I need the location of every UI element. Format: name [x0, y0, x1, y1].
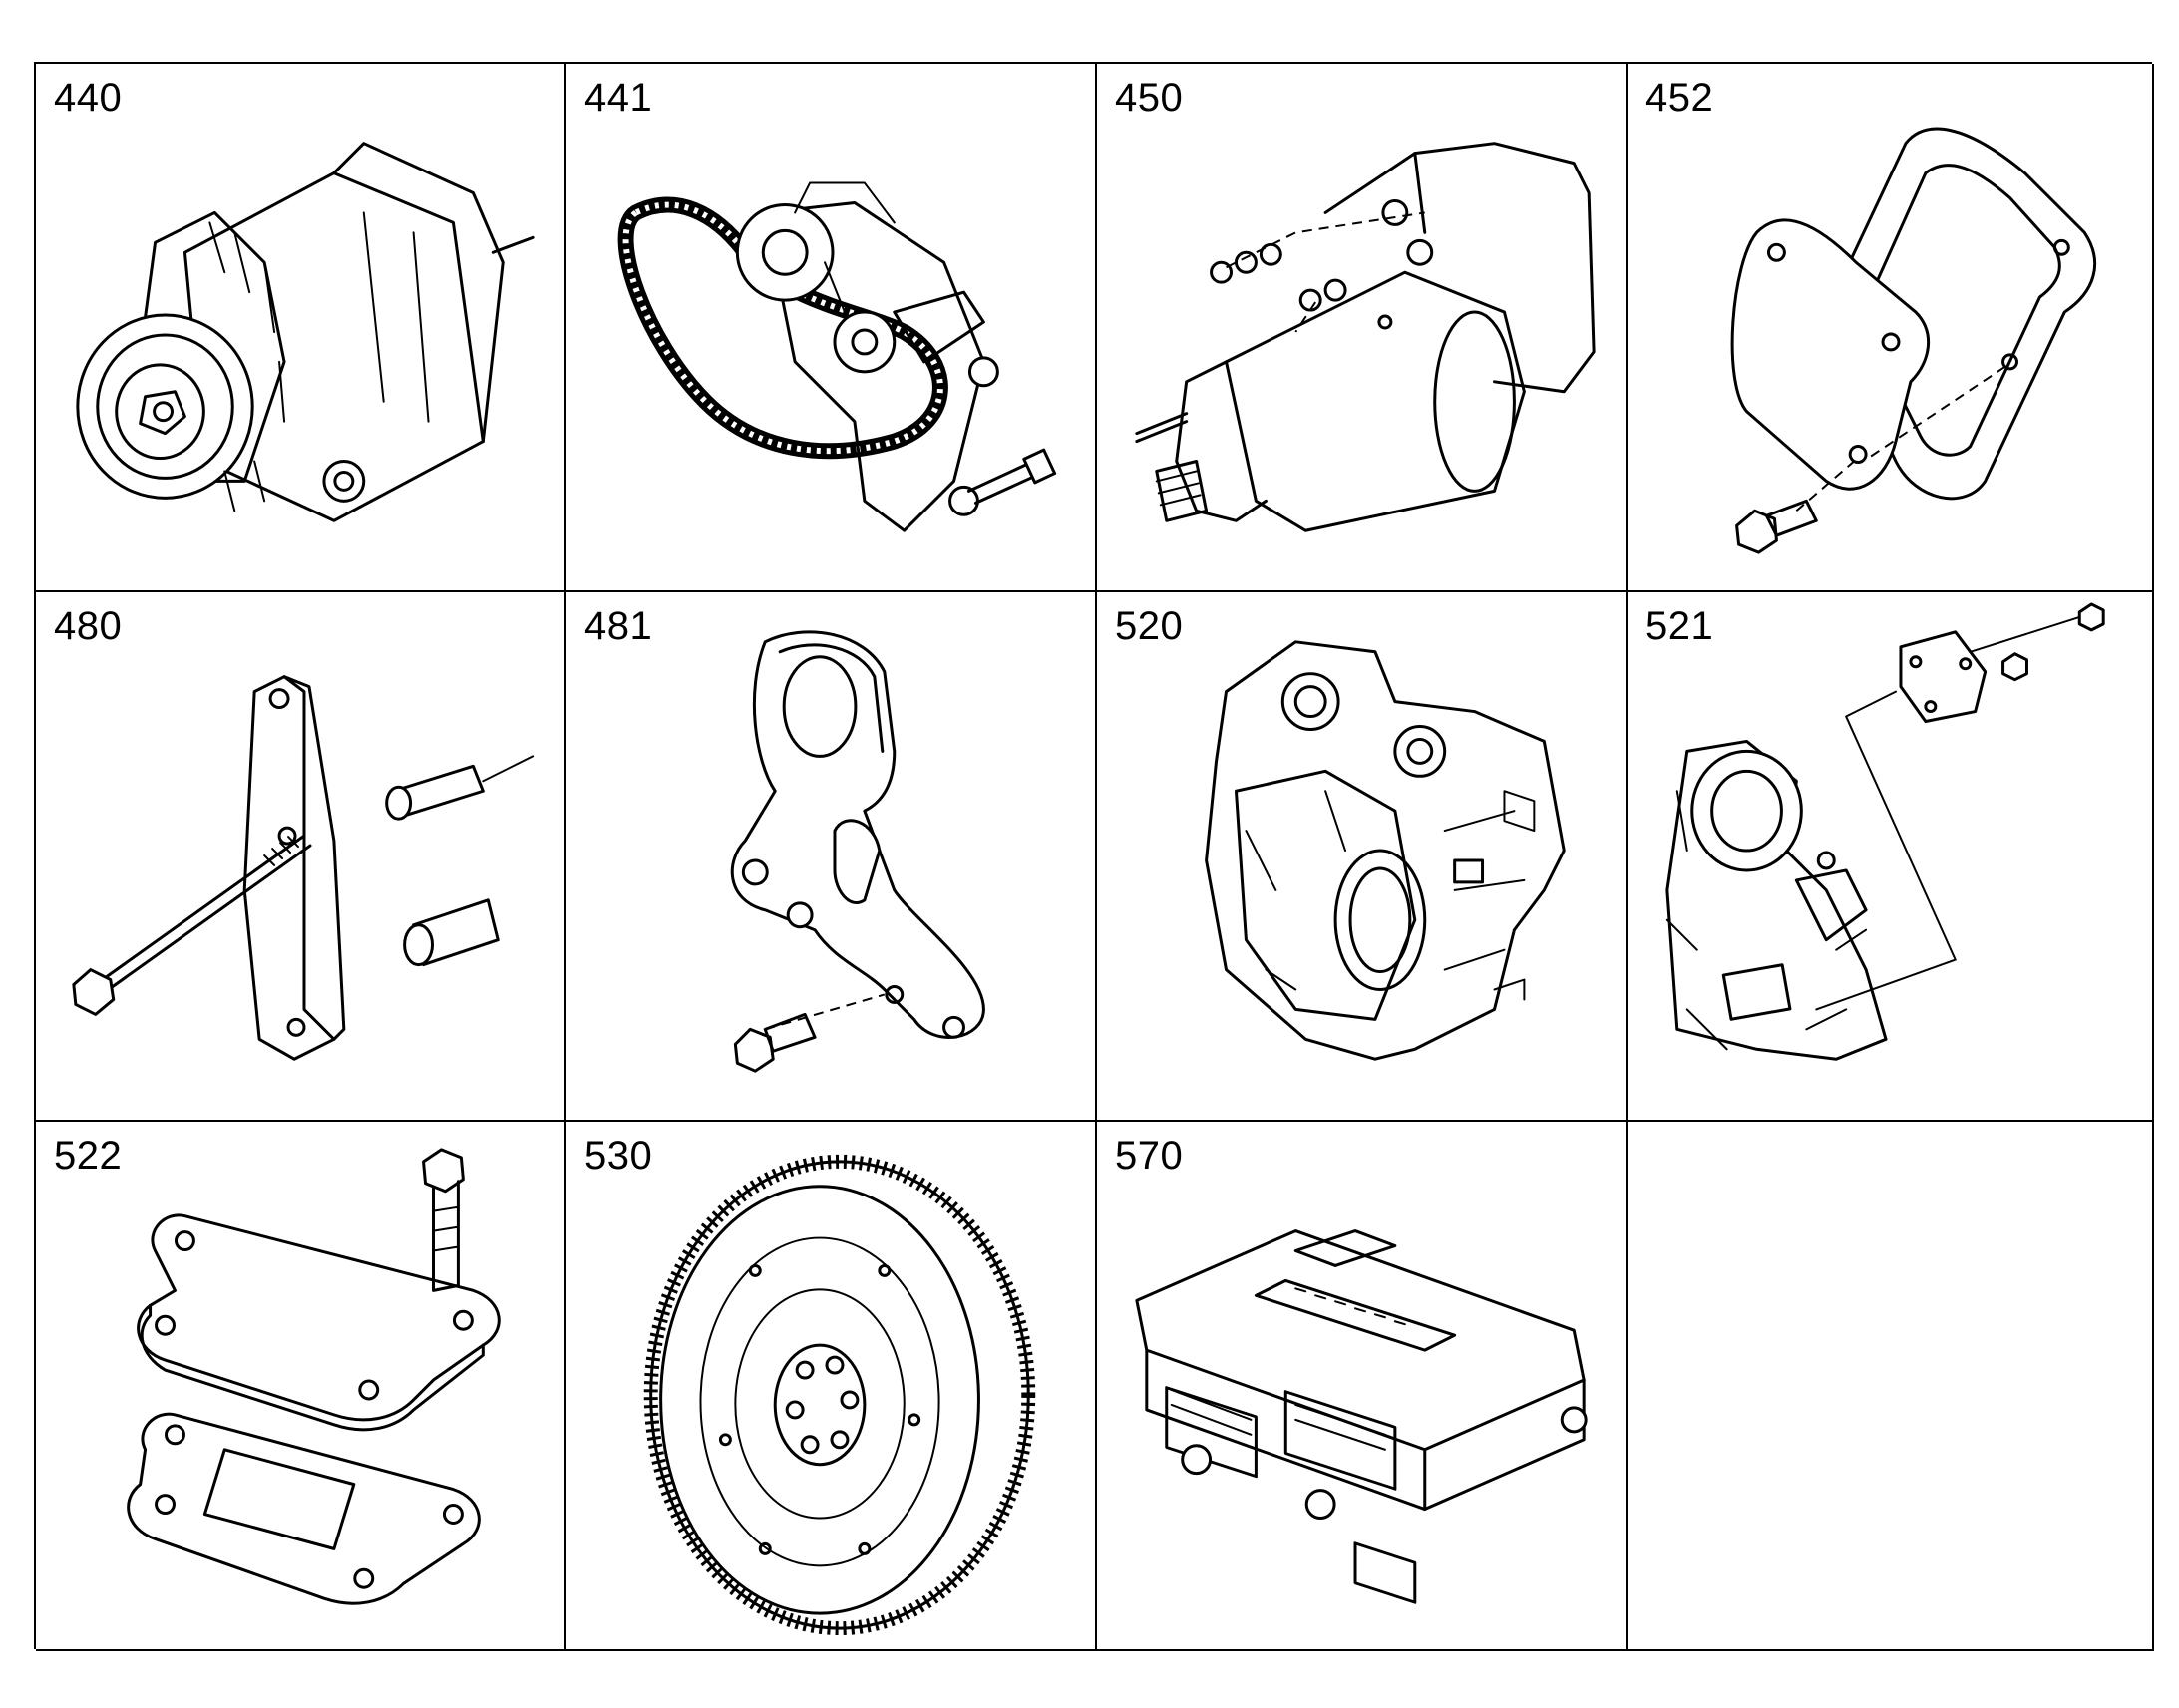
plate-gasket-drawing [127, 1148, 501, 1605]
alternator-drawing [76, 142, 535, 522]
part-number: 452 [1645, 76, 1714, 120]
belt-drive-drawing [617, 181, 1057, 532]
part-cell-441[interactable]: 441 [566, 64, 1097, 592]
part-number: 481 [584, 604, 653, 648]
bracket-drawing [72, 675, 535, 1061]
cover-plate-drawing [1730, 127, 2097, 554]
lifting-bracket-drawing [730, 630, 985, 1073]
housing-cover-drawing [1665, 602, 2105, 1061]
part-cell-440[interactable]: 440 [36, 64, 566, 592]
part-number: 521 [1645, 604, 1714, 648]
ecu-drawing [1135, 1229, 1588, 1604]
part-cell-530[interactable]: 530 [566, 1122, 1097, 1651]
part-number: 522 [54, 1134, 123, 1178]
flywheel-housing-drawing [1205, 640, 1566, 1061]
parts-grid: 440 441 [34, 62, 2154, 1651]
part-number: 441 [584, 76, 653, 120]
empty-cell [1628, 1122, 2154, 1651]
part-cell-520[interactable]: 520 [1097, 592, 1628, 1122]
part-number: 450 [1115, 76, 1184, 120]
part-number: 530 [584, 1134, 653, 1178]
part-cell-522[interactable]: 522 [36, 1122, 566, 1651]
part-number: 570 [1115, 1134, 1184, 1178]
part-number: 480 [54, 604, 123, 648]
flywheel-drawing [643, 1154, 1036, 1636]
part-cell-521[interactable]: 521 [1628, 592, 2154, 1122]
part-cell-480[interactable]: 480 [36, 592, 566, 1122]
part-cell-452[interactable]: 452 [1628, 64, 2154, 592]
part-cell-570[interactable]: 570 [1097, 1122, 1628, 1651]
part-cell-481[interactable]: 481 [566, 592, 1097, 1122]
starter-motor-drawing [1135, 142, 1596, 532]
part-number: 520 [1115, 604, 1184, 648]
part-cell-450[interactable]: 450 [1097, 64, 1628, 592]
part-number: 440 [54, 76, 123, 120]
